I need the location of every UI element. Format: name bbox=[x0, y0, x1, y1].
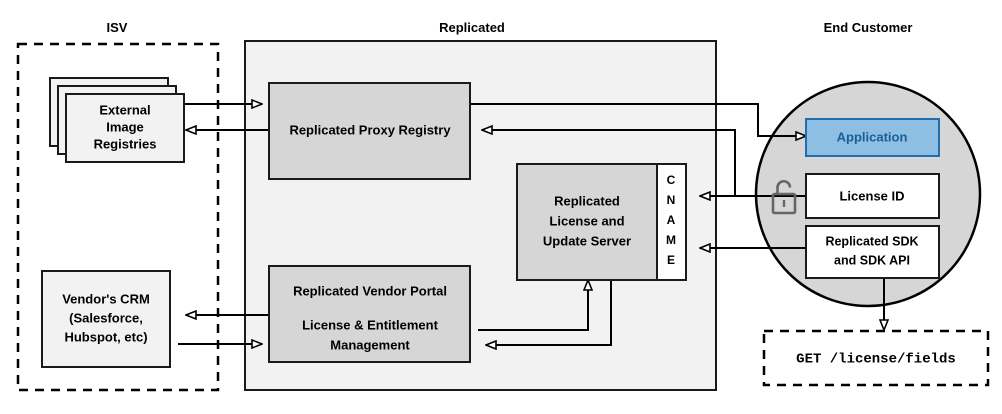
replicated-vendor-portal-node[interactable]: Replicated Vendor Portal License & Entit… bbox=[268, 265, 471, 363]
sdk-line2: and SDK API bbox=[834, 253, 910, 267]
replicated-sdk-node[interactable]: Replicated SDK and SDK API bbox=[805, 225, 940, 279]
cname-letter-2: N bbox=[667, 193, 676, 207]
proxy-registry-label: Replicated Proxy Registry bbox=[289, 122, 451, 137]
external-image-registries-node[interactable]: External Image Registries bbox=[49, 77, 185, 163]
license-server-line3: Update Server bbox=[543, 233, 631, 248]
vendor-crm-node[interactable]: Vendor's CRM (Salesforce, Hubspot, etc) bbox=[41, 270, 171, 368]
license-id-node[interactable]: License ID bbox=[805, 173, 940, 219]
sdk-line1: Replicated SDK bbox=[825, 234, 918, 248]
connector-license-server-to-portal bbox=[486, 280, 612, 345]
application-label: Application bbox=[837, 129, 908, 144]
api-call-node[interactable]: GET /license/fields bbox=[762, 329, 990, 387]
external-registries-line2: Image bbox=[106, 119, 144, 134]
license-server-line2: License and bbox=[549, 213, 624, 228]
cname-letter-5: E bbox=[667, 253, 675, 267]
zone-title-replicated: Replicated bbox=[439, 20, 505, 35]
connector-customer-to-proxy bbox=[482, 130, 736, 196]
isv-zone-boundary bbox=[16, 42, 220, 392]
unlock-icon bbox=[771, 179, 797, 215]
vendor-portal-line2: License & Entitlement bbox=[302, 317, 438, 332]
cname-letter-3: A bbox=[667, 213, 676, 227]
vendor-crm-line2: (Salesforce, bbox=[69, 310, 143, 325]
cname-letter-4: M bbox=[666, 233, 676, 247]
vendor-portal-line1: Replicated Vendor Portal bbox=[293, 283, 447, 298]
license-server-line1: Replicated bbox=[554, 193, 620, 208]
replicated-license-update-server-node[interactable]: Replicated License and Update Server bbox=[516, 163, 658, 281]
cname-node[interactable]: C N A M E bbox=[656, 163, 687, 281]
license-id-label: License ID bbox=[839, 188, 904, 203]
vendor-crm-line3: Hubspot, etc) bbox=[64, 329, 147, 344]
zone-title-end-customer: End Customer bbox=[824, 20, 913, 35]
connector-portal-to-license-server bbox=[478, 280, 588, 331]
external-registries-line1: External bbox=[99, 102, 150, 117]
cname-letter-1: C bbox=[667, 173, 676, 187]
application-node[interactable]: Application bbox=[805, 118, 940, 157]
connector-proxy-to-application bbox=[470, 103, 806, 136]
vendor-crm-line1: Vendor's CRM bbox=[62, 291, 150, 306]
vendor-portal-line3: Management bbox=[330, 337, 410, 352]
external-registries-line3: Registries bbox=[94, 136, 157, 151]
zone-title-isv: ISV bbox=[107, 20, 128, 35]
replicated-proxy-registry-node[interactable]: Replicated Proxy Registry bbox=[268, 82, 471, 180]
api-call-label: GET /license/fields bbox=[796, 352, 956, 368]
